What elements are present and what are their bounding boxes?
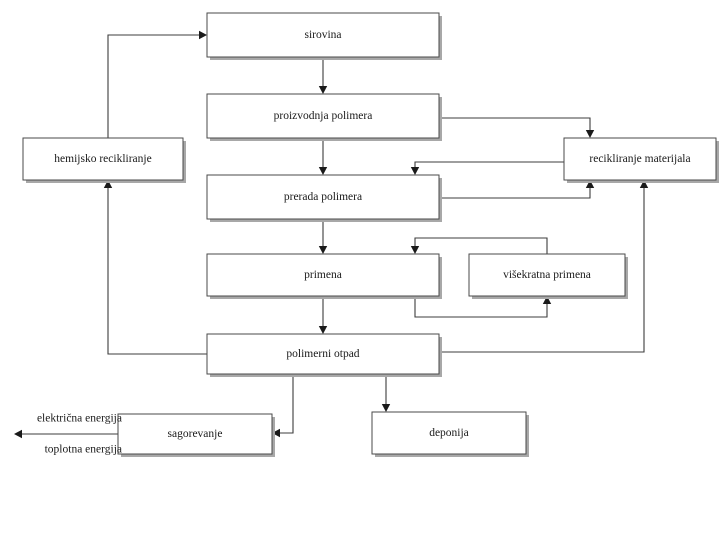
edge-sagorevanje-to-energija [14, 429, 118, 439]
label-elektricna_energija: električna energija [37, 413, 122, 425]
node-label: višekratna primena [503, 269, 591, 281]
arrowhead-icon [318, 167, 328, 175]
edge-otpad-to-hemijsko [103, 180, 207, 355]
node-label: polimerni otpad [286, 348, 359, 360]
node-sagorevanje[interactable]: sagorevanje [117, 413, 275, 457]
node-box[interactable] [468, 253, 626, 297]
node-visekratna_primena[interactable]: višekratna primena [468, 253, 628, 299]
node-recikliranje_materijala[interactable]: recikliranje materijala [563, 137, 719, 183]
arrowhead-icon [639, 180, 649, 188]
node-box[interactable] [206, 333, 440, 375]
edge-prerada-to-recikliranje [439, 180, 595, 199]
arrowhead-icon [272, 428, 280, 438]
node-label: primena [304, 269, 342, 281]
node-label: prerada polimera [284, 191, 362, 203]
label-toplotna_energija: toplotna energija [45, 444, 122, 456]
arrowhead-icon [585, 180, 595, 188]
arrowhead-icon [410, 246, 420, 254]
node-polimerni_otpad[interactable]: polimerni otpad [206, 333, 442, 377]
edge-primena-to-otpad [318, 296, 328, 334]
node-deponija[interactable]: deponija [371, 411, 529, 457]
edge-prerada-to-primena [318, 219, 328, 254]
edge-primena-to-visekratna [414, 296, 552, 318]
arrowhead-icon [318, 86, 328, 94]
node-label: recikliranje materijala [589, 153, 690, 165]
edge-proizvodnja-to-recikliranje [439, 117, 595, 138]
arrowhead-icon [318, 246, 328, 254]
node-box[interactable] [206, 93, 440, 139]
node-proizvodnja_polimera[interactable]: proizvodnja polimera [206, 93, 442, 141]
arrowhead-icon [381, 404, 391, 412]
node-primena[interactable]: primena [206, 253, 442, 299]
node-label: hemijsko recikliranje [54, 153, 151, 165]
node-label: sagorevanje [168, 428, 223, 440]
free-labels-layer: električna energija toplotna energija [37, 413, 122, 456]
node-box[interactable] [206, 174, 440, 220]
arrowhead-icon [410, 167, 420, 175]
node-label: proizvodnja polimera [274, 110, 373, 122]
edge-otpad-to-recikliranje [439, 180, 649, 353]
node-prerada_polimera[interactable]: prerada polimera [206, 174, 442, 222]
node-hemijsko_recikliranje[interactable]: hemijsko recikliranje [22, 137, 186, 183]
edge-proizvodnja-to-prerada [318, 138, 328, 175]
edge-visekratna-to-primena [410, 237, 548, 254]
node-box[interactable] [563, 137, 717, 181]
node-box[interactable] [206, 12, 440, 58]
node-box[interactable] [117, 413, 273, 455]
arrowhead-icon [14, 429, 22, 439]
edge-otpad-to-deponija [381, 374, 391, 412]
node-box[interactable] [22, 137, 184, 181]
node-label: sirovina [304, 29, 341, 41]
edge-hemijsko-to-sirovina [107, 30, 207, 138]
arrowhead-icon [318, 326, 328, 334]
node-sirovina[interactable]: sirovina [206, 12, 442, 60]
edge-sirovina-to-proizvodnja [318, 57, 328, 94]
arrowhead-icon [585, 130, 595, 138]
nodes-layer: sirovina proizvodnja polimera hemijsko rec… [22, 12, 719, 457]
edges-layer [14, 30, 649, 439]
edge-otpad-to-sagorevanje [272, 374, 294, 438]
node-box[interactable] [206, 253, 440, 297]
arrowhead-icon [103, 180, 113, 188]
node-box[interactable] [371, 411, 527, 455]
node-label: deponija [429, 427, 469, 439]
edge-recikliranje-to-prerada [410, 161, 564, 175]
arrowhead-icon [199, 30, 207, 40]
arrowhead-icon [542, 296, 552, 304]
